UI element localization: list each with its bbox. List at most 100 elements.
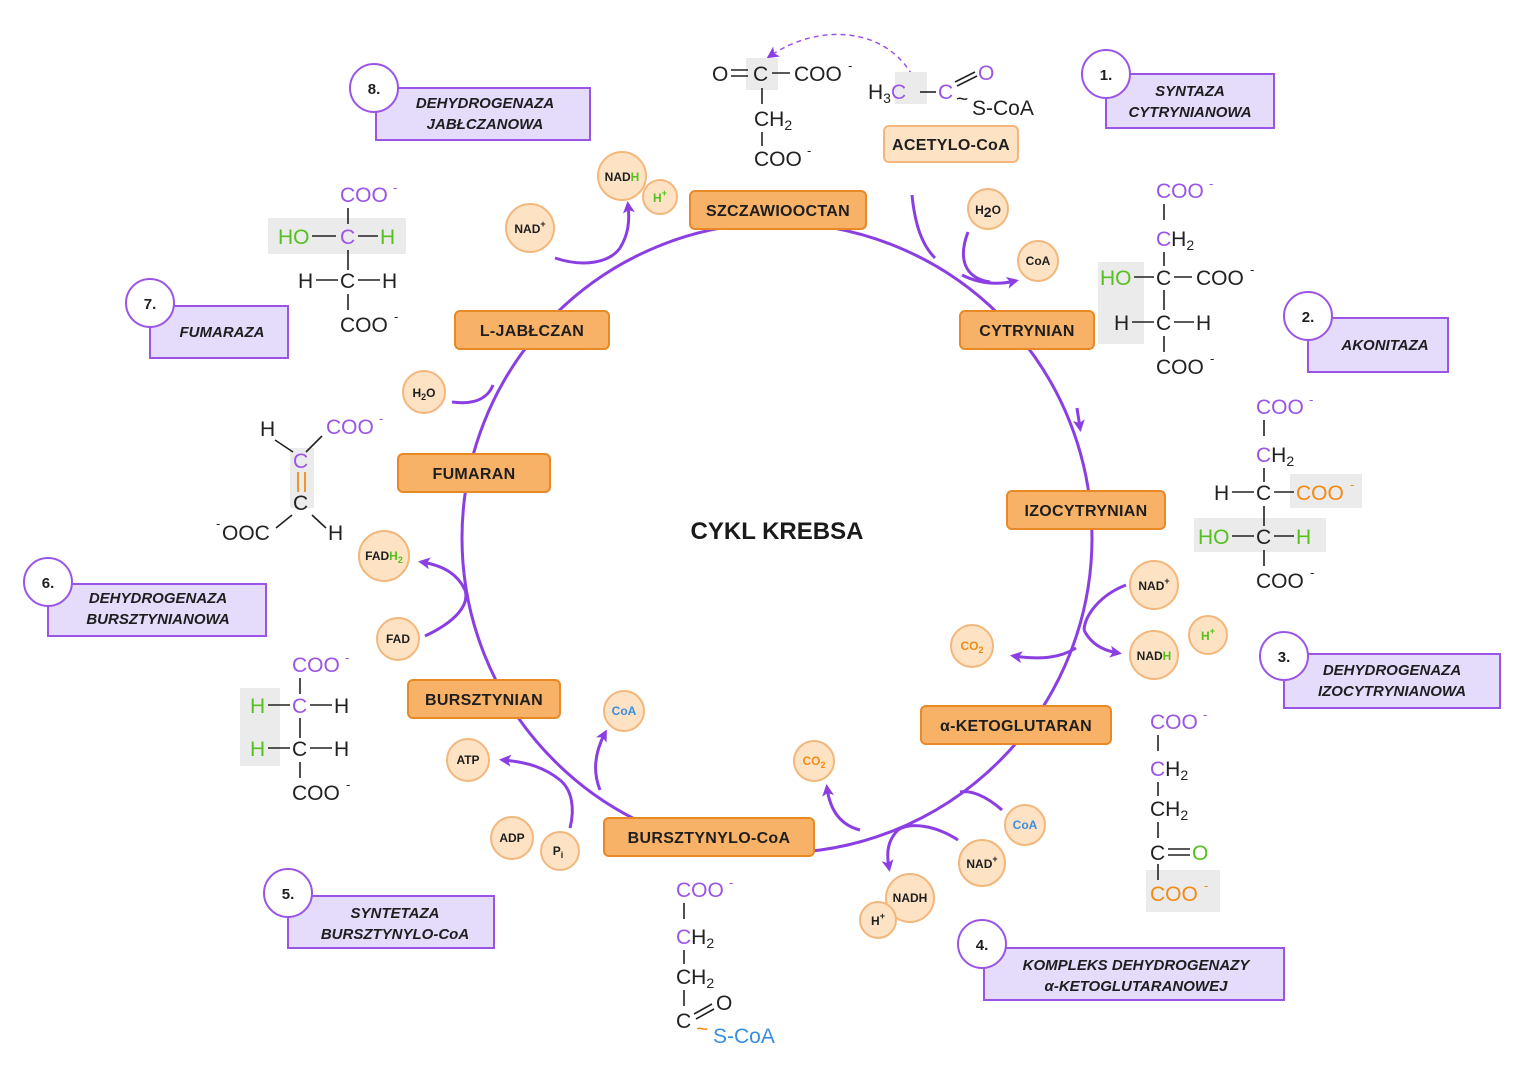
structure-bursztynian: COO - H C H H C H COO - [240, 650, 350, 805]
enzyme-6: 6. DEHYDROGENAZA BURSZTYNIANOWA [23, 557, 267, 637]
enzyme-4: 4. KOMPLEKS DEHYDROGENAZY α-KETOGLUTARAN… [957, 919, 1285, 1001]
svg-text:SYNTETAZA: SYNTETAZA [351, 905, 440, 922]
svg-text:BURSZTYNYLO-CoA: BURSZTYNYLO-CoA [321, 926, 469, 943]
arrow-pi-in [558, 778, 574, 829]
svg-text:COO: COO [1296, 482, 1344, 505]
structure-l-jablczan: COO - HO C H H C H COO - [268, 180, 406, 337]
svg-text:C: C [676, 1010, 691, 1033]
cofactor-hplus-step8: H+ [642, 179, 678, 215]
svg-text:CH2: CH2 [1256, 444, 1294, 469]
svg-text:-: - [393, 180, 397, 195]
svg-text:COO: COO [340, 314, 388, 337]
svg-text:COO: COO [676, 879, 724, 902]
svg-text:ACETYLO-CoA: ACETYLO-CoA [892, 137, 1010, 154]
svg-text:C: C [340, 270, 355, 293]
svg-text:C: C [1256, 526, 1271, 549]
svg-text:COO: COO [794, 63, 842, 86]
arrow-h2o-in-step7 [451, 384, 495, 405]
arrow-fad-in [424, 589, 468, 638]
cofactor-hplus-step4: H+ [859, 901, 897, 939]
arrow-coa-in-step4 [959, 790, 1003, 812]
svg-text:H+: H+ [871, 911, 885, 928]
svg-text:DEHYDROGENAZA: DEHYDROGENAZA [89, 590, 227, 607]
svg-text:4.: 4. [976, 937, 989, 954]
svg-text:α-KETOGLUTARAN: α-KETOGLUTARAN [940, 718, 1092, 735]
cofactor-nadh-step4: NADH [885, 873, 935, 923]
svg-text:O: O [978, 62, 994, 85]
svg-text:8.: 8. [368, 81, 381, 98]
svg-text:DEHYDROGENAZA: DEHYDROGENAZA [1323, 662, 1461, 679]
arrow-fadh2-out [418, 557, 467, 591]
svg-text:7.: 7. [144, 296, 157, 313]
metabolite-l-jablczan: L-JABŁCZAN [454, 310, 610, 350]
cofactor-nadh-step3: NADH [1129, 630, 1179, 680]
svg-text:CoA: CoA [612, 704, 637, 718]
svg-text:H: H [380, 226, 395, 249]
svg-text:C: C [293, 450, 308, 473]
svg-text:IZOCYTRYNIANOWA: IZOCYTRYNIANOWA [1318, 683, 1466, 700]
cofactor-nad-step3: NAD+ [1129, 560, 1179, 610]
structure-szczawiooctan: O C COO - CH2 COO - [712, 58, 852, 171]
metabolite-acetylo-coa: ACETYLO-CoA [883, 125, 1019, 163]
svg-text:C: C [938, 81, 953, 104]
enzyme-5: 5. SYNTETAZA BURSZTYNYLO-CoA [263, 868, 495, 949]
svg-text:COO: COO [754, 148, 802, 171]
svg-text:COO: COO [340, 184, 388, 207]
metabolite-szczawiooctan: SZCZAWIOOCTAN [689, 190, 867, 230]
svg-text:SZCZAWIOOCTAN: SZCZAWIOOCTAN [706, 203, 850, 220]
svg-text:-: - [1204, 878, 1208, 893]
svg-text:COO: COO [1196, 267, 1244, 290]
arrow-nadh-out-step8 [618, 201, 635, 249]
metabolite-izocytrynian: IZOCYTRYNIAN [1006, 490, 1166, 530]
svg-text:H: H [382, 270, 397, 293]
svg-text:-: - [1309, 392, 1313, 407]
svg-text:CH2: CH2 [676, 926, 714, 951]
structure-cytrynian: COO - CH2 HO C COO - H C H COO - [1098, 176, 1254, 379]
svg-text:5.: 5. [282, 886, 295, 903]
svg-text:FAD: FAD [386, 632, 410, 646]
svg-text:BURSZTYNIAN: BURSZTYNIAN [425, 692, 543, 709]
cofactor-coa-step5: CoA [603, 690, 645, 732]
svg-text:-: - [346, 777, 350, 792]
svg-text:KOMPLEKS DEHYDROGENAZY: KOMPLEKS DEHYDROGENAZY [1023, 957, 1252, 974]
cofactor-nad-step8: NAD+ [505, 203, 555, 253]
cofactor-co2-step4: CO2 [793, 740, 835, 782]
cofactor-h2o-step1: H2O [967, 188, 1009, 230]
svg-text:H: H [250, 738, 265, 761]
svg-text:~: ~ [696, 1018, 708, 1041]
svg-text:FADH2: FADH2 [365, 549, 403, 565]
svg-text:α-KETOGLUTARANOWEJ: α-KETOGLUTARANOWEJ [1045, 978, 1229, 995]
metabolite-alfa-ketoglutaran: α-KETOGLUTARAN [920, 705, 1112, 745]
svg-text:CoA: CoA [1013, 818, 1038, 832]
cofactor-nad-step4: NAD+ [958, 839, 1006, 887]
svg-text:COO: COO [1156, 356, 1204, 379]
cofactor-atp: ATP [446, 738, 490, 782]
svg-text:COO: COO [292, 782, 340, 805]
svg-text:FUMARAN: FUMARAN [433, 466, 516, 483]
svg-text:FUMARAZA: FUMARAZA [180, 324, 265, 341]
cycle-title: CYKL KREBSA [691, 518, 864, 545]
svg-text:SYNTAZA: SYNTAZA [1155, 83, 1225, 100]
cycle-direction-arrow [1072, 407, 1085, 432]
svg-text:2.: 2. [1302, 309, 1315, 326]
arrow-co2-out-step3 [1010, 646, 1077, 664]
enzyme-2: 2. AKONITAZA [1283, 291, 1449, 373]
svg-text:JABŁCZANOWA: JABŁCZANOWA [427, 116, 544, 133]
svg-text:H: H [1114, 312, 1129, 335]
svg-text:~: ~ [956, 88, 968, 111]
svg-text:H: H [328, 522, 343, 545]
svg-text:CH2: CH2 [754, 108, 792, 133]
svg-text:DEHYDROGENAZA: DEHYDROGENAZA [416, 95, 554, 112]
svg-text:-: - [729, 875, 733, 890]
cofactor-nadh-step8: NADH [597, 151, 647, 201]
cofactor-hplus-step3: H+ [1188, 615, 1228, 655]
svg-text:S-CoA: S-CoA [713, 1025, 775, 1048]
svg-text:CH2: CH2 [1156, 228, 1194, 253]
arrow-acetyl-transfer-dashed [766, 33, 913, 76]
arrow-nadh-out-step3 [1082, 629, 1122, 658]
svg-text:HO: HO [278, 226, 310, 249]
svg-text:CH2: CH2 [676, 966, 714, 991]
svg-text:ADP: ADP [499, 831, 524, 845]
arrow-coa-out [961, 273, 1019, 289]
